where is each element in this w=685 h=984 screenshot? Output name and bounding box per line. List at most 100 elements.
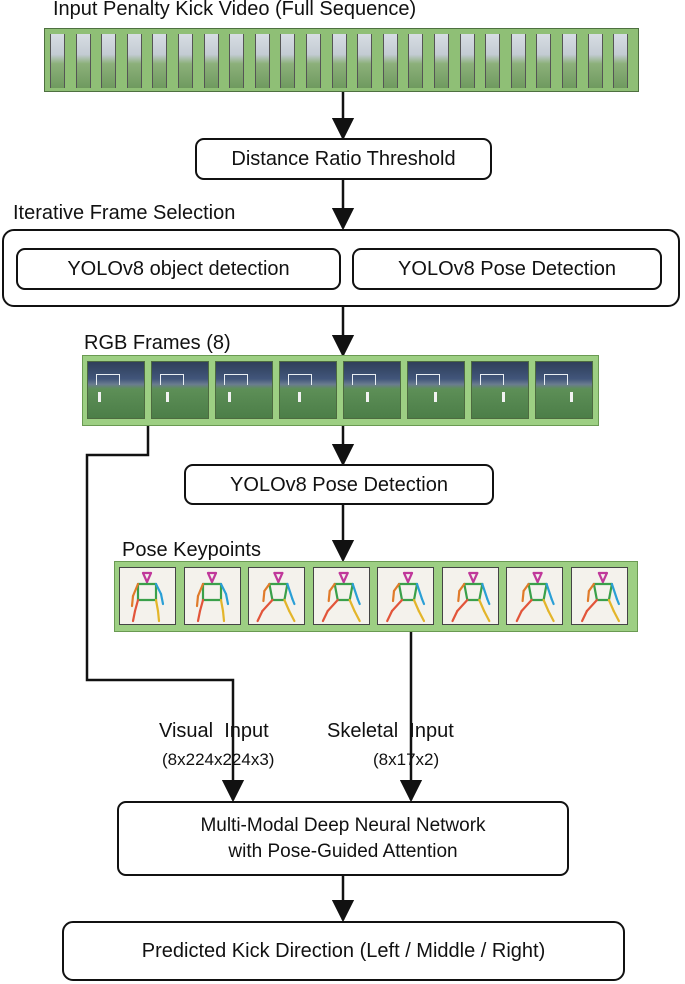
- pose-arm: [219, 582, 227, 596]
- video-frame: [536, 34, 552, 88]
- pose-detection-mid-text: YOLOv8 Pose Detection: [230, 473, 448, 496]
- pose-leg: [477, 598, 485, 613]
- rgb-frame: [215, 361, 273, 419]
- pose-leg: [288, 609, 296, 623]
- video-frame: [587, 34, 603, 88]
- pose-leg: [612, 609, 620, 623]
- pose-head: [536, 571, 543, 584]
- pose-arm: [457, 582, 465, 593]
- network-title-line2: with Pose-Guided Attention: [228, 840, 458, 862]
- pose-skeleton-icon: [321, 571, 361, 623]
- pose-leg: [196, 609, 201, 623]
- pose-arm: [420, 597, 426, 606]
- pose-head: [141, 571, 149, 584]
- player-figure: [166, 392, 169, 402]
- pose-leg: [580, 609, 588, 623]
- goal-post: [352, 374, 376, 385]
- pose-torso: [607, 582, 613, 602]
- pose-head: [206, 571, 213, 584]
- pose-frame: [506, 567, 563, 625]
- goal-post: [160, 374, 184, 385]
- pose-head: [402, 571, 410, 584]
- video-frame: [485, 34, 501, 88]
- pose-torso: [592, 582, 598, 602]
- pose-arm: [328, 582, 336, 593]
- pose-leg: [412, 598, 420, 613]
- pose-arm: [522, 582, 530, 593]
- pose-leg: [352, 609, 361, 623]
- pose-torso: [348, 582, 354, 602]
- video-frame: [382, 34, 398, 88]
- pose-torso: [268, 582, 274, 602]
- pose-head: [338, 571, 345, 584]
- pose-leg: [283, 598, 291, 613]
- pose-arm: [545, 582, 553, 601]
- rgb-frame: [471, 361, 529, 419]
- rgb-frame: [87, 361, 145, 419]
- pose-skeleton-icon: [386, 571, 426, 623]
- pose-arm: [159, 592, 165, 606]
- pose-skeleton-icon: [256, 571, 296, 623]
- pose-torso: [527, 582, 533, 602]
- distance-ratio-threshold-box: Distance Ratio Threshold: [195, 138, 492, 180]
- pose-head: [342, 571, 349, 584]
- pose-frame: [441, 567, 499, 625]
- pose-detection-top-box: YOLOv8 Pose Detection: [352, 248, 662, 290]
- rgb-frames-label: RGB Frames (8): [84, 332, 231, 354]
- player-figure: [502, 392, 505, 402]
- player-figure: [366, 392, 369, 402]
- video-frame: [510, 34, 526, 88]
- video-frame: [75, 34, 91, 88]
- pose-head: [277, 571, 284, 584]
- pose-leg: [131, 609, 137, 623]
- rgb-frames-strip: [82, 355, 599, 426]
- pose-arm: [392, 582, 401, 593]
- rgb-frame: [343, 361, 401, 419]
- pose-leg: [520, 598, 533, 613]
- pose-arm: [587, 582, 595, 593]
- video-frame: [203, 34, 219, 88]
- rgb-frame: [279, 361, 337, 419]
- pose-frame: [312, 567, 370, 625]
- pose-arm: [351, 582, 359, 601]
- pose-head: [467, 571, 474, 584]
- goal-post: [544, 374, 568, 385]
- pose-detection-mid-box: YOLOv8 Pose Detection: [184, 464, 494, 505]
- player-figure: [228, 392, 231, 402]
- pose-arm: [485, 597, 490, 606]
- pose-leg: [417, 609, 426, 623]
- player-figure: [98, 392, 101, 402]
- object-detection-box: YOLOv8 object detection: [16, 248, 341, 290]
- pose-leg: [256, 609, 264, 623]
- skeletal-input-dims: (8x17x2): [373, 750, 440, 769]
- video-frame: [613, 34, 629, 88]
- pose-arm: [550, 597, 555, 606]
- pose-leg: [607, 598, 615, 613]
- pose-frame: [570, 567, 628, 625]
- pose-leg: [455, 598, 468, 613]
- pose-detection-top-text: YOLOv8 Pose Detection: [398, 258, 616, 280]
- goal-post: [416, 374, 440, 385]
- video-frame: [178, 34, 193, 88]
- video-frame: [229, 34, 245, 88]
- goal-post: [288, 374, 312, 385]
- pose-arm: [130, 594, 135, 608]
- rgb-frame: [151, 361, 209, 419]
- pose-head: [597, 571, 604, 584]
- video-frame: [562, 34, 577, 88]
- pose-keypoints-strip: [114, 561, 638, 632]
- video-frame: [434, 34, 449, 88]
- pose-leg: [133, 598, 140, 613]
- input-video-filmstrip: [44, 28, 639, 92]
- pose-leg: [547, 609, 555, 623]
- pose-frame: [377, 567, 434, 625]
- pose-leg: [542, 598, 550, 613]
- pose-head: [601, 571, 608, 584]
- video-frame: [306, 34, 321, 88]
- video-frame: [357, 34, 373, 88]
- pose-leg: [450, 609, 458, 623]
- pose-leg: [386, 609, 394, 623]
- pose-leg: [482, 609, 490, 623]
- pose-leg: [390, 598, 404, 613]
